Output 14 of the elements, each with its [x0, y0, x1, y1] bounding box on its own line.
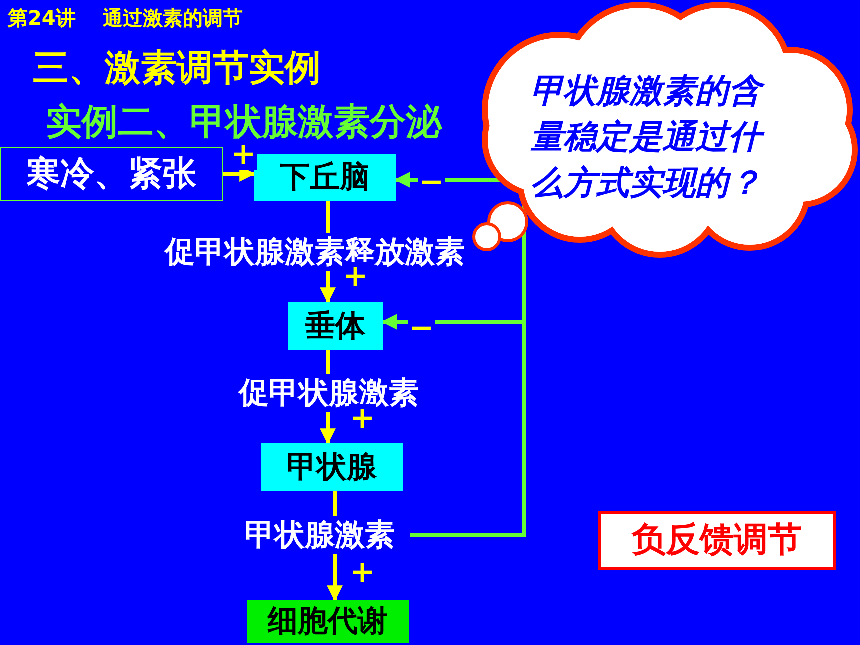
- stimulus-box: 寒冷、紧张: [0, 147, 223, 201]
- hormone-label: 甲状腺激素: [234, 516, 406, 554]
- arrow: [381, 314, 526, 537]
- arrow: [320, 271, 336, 304]
- organ-box: 甲状腺: [261, 443, 403, 491]
- organ-box: 垂体: [288, 302, 383, 350]
- arrow: [327, 554, 343, 602]
- target-box: 细胞代谢: [247, 600, 409, 643]
- conclusion-box: 负反馈调节: [598, 511, 836, 570]
- arrow: [320, 412, 336, 445]
- title: 三、激素调节实例: [33, 47, 321, 91]
- header-text: 第24讲: [8, 5, 76, 32]
- header-text: 通过激素的调节: [103, 5, 243, 32]
- organ-box: 下丘脑: [254, 154, 396, 201]
